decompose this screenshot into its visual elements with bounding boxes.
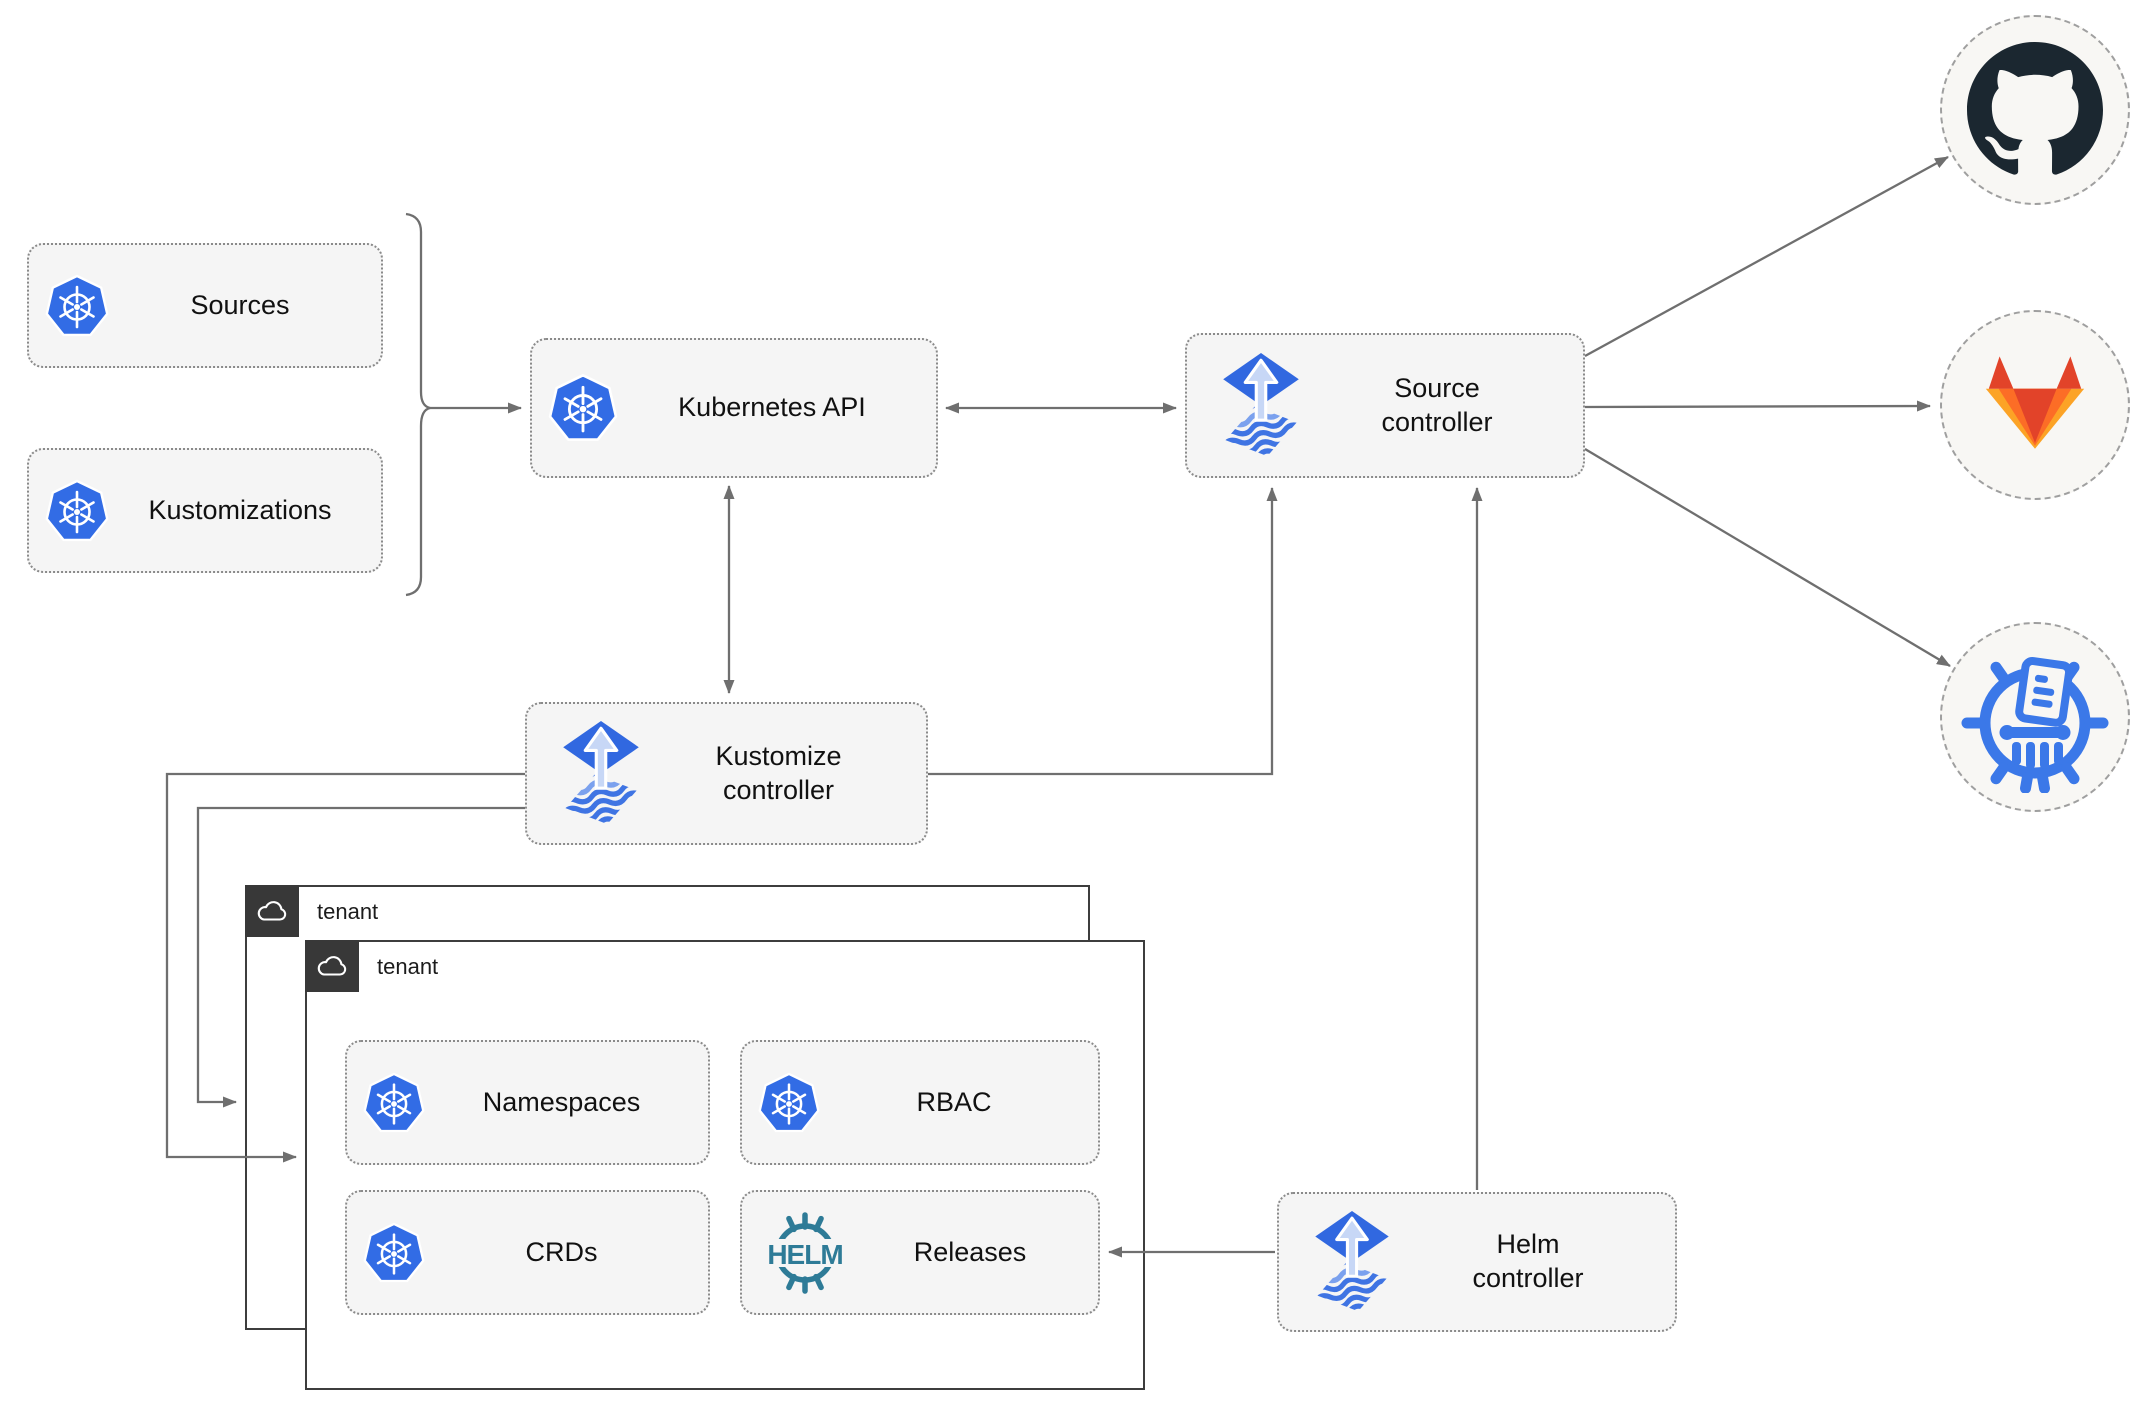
rbac-label: RBAC (916, 1086, 992, 1117)
kustomize-controller-box: Kustomize controller (525, 702, 928, 845)
source-controller-box: Source controller (1185, 333, 1585, 478)
kubernetes-icon (363, 1071, 425, 1135)
releases-box: HELM Releases (740, 1190, 1100, 1315)
crds-label: CRDs (525, 1236, 598, 1267)
sources-label: Sources (190, 289, 290, 320)
edge-source-to-helm-repository (1584, 448, 1951, 667)
kubernetes-icon (548, 372, 618, 444)
edge-source-to-github (1584, 155, 1949, 358)
tenant-box-inner: tenant (305, 940, 1145, 1390)
flux-icon (1313, 1211, 1391, 1313)
cloud-icon (257, 901, 287, 921)
brace-sources-group (405, 212, 431, 597)
tenant-header (305, 940, 359, 992)
kubernetes-api-label: Kubernetes API (678, 392, 866, 423)
crds-box: CRDs (345, 1190, 710, 1315)
gitlab-icon (1985, 356, 2085, 449)
namespaces-box: Namespaces (345, 1040, 710, 1165)
kubernetes-icon (363, 1221, 425, 1285)
helm-repository-icon (1961, 656, 2109, 793)
tenant-header (245, 885, 299, 937)
gitlab-remote (1940, 310, 2130, 500)
source-controller-label: Source controller (1381, 372, 1493, 437)
kubernetes-icon (45, 273, 109, 339)
github-remote (1940, 15, 2130, 205)
tenant-label: tenant (317, 899, 379, 924)
edge-kustomize-to-source-controller (928, 487, 1278, 776)
helm-icon: HELM (758, 1211, 852, 1294)
flux-icon (561, 721, 641, 826)
helm-controller-box: Helm controller (1277, 1192, 1677, 1332)
github-icon (1967, 42, 2103, 175)
releases-label: Releases (913, 1236, 1027, 1267)
rbac-box: RBAC (740, 1040, 1100, 1165)
namespaces-label: Namespaces (482, 1086, 641, 1117)
kubernetes-icon (45, 478, 109, 544)
kustomizations-label: Kustomizations (148, 494, 332, 525)
tenant-label: tenant (377, 954, 439, 979)
kustomize-controller-label: Kustomize controller (715, 740, 842, 805)
sources-box: Sources (27, 243, 383, 368)
kubernetes-api-box: Kubernetes API (530, 338, 938, 478)
kustomizations-box: Kustomizations (27, 448, 383, 573)
flux-icon (1221, 353, 1301, 458)
helm-repository-remote (1940, 622, 2130, 812)
helm-controller-label: Helm controller (1472, 1229, 1584, 1293)
edge-source-to-gitlab (1584, 400, 1931, 412)
kubernetes-icon (758, 1071, 820, 1135)
cloud-icon (317, 956, 347, 976)
helm-logo-text: HELM (767, 1239, 842, 1270)
